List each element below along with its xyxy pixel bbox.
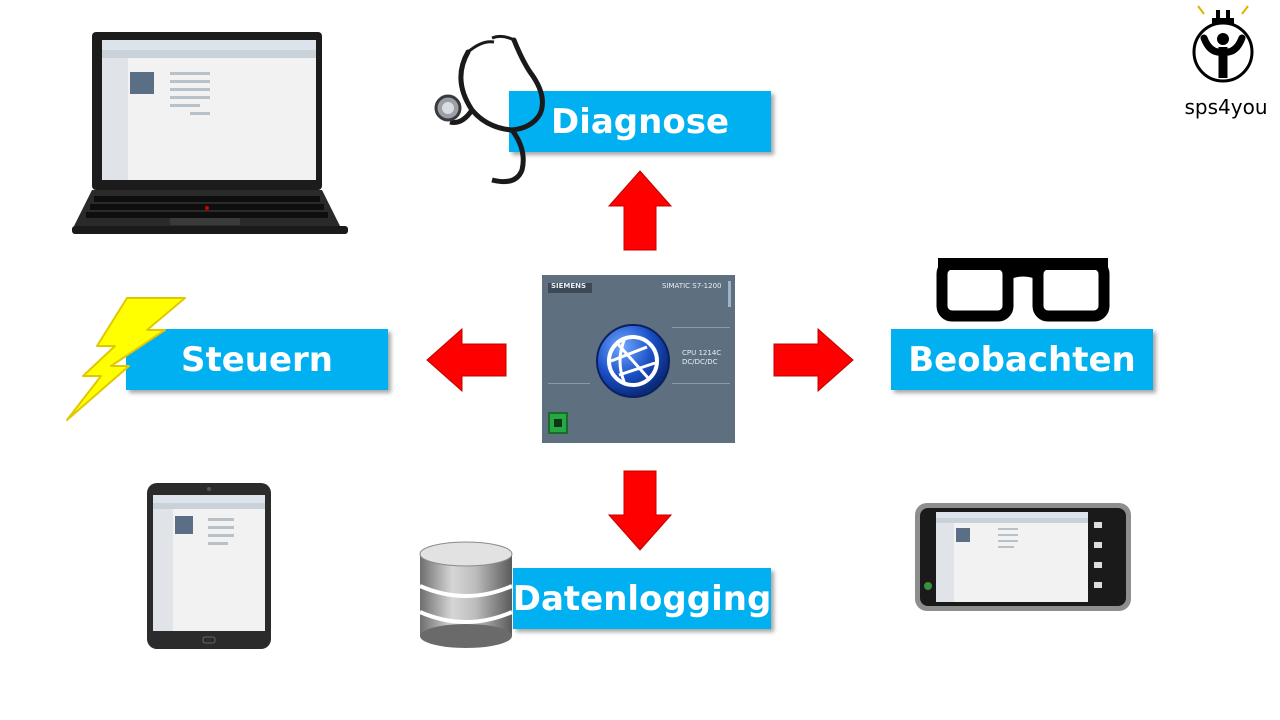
plc-ethernet-port bbox=[548, 412, 568, 434]
plc-brand: SIEMENS bbox=[551, 282, 587, 290]
steuern-label-box: Steuern bbox=[126, 329, 388, 390]
sps4you-logo-text: sps4you bbox=[1184, 95, 1268, 119]
datenlogging-label: Datenlogging bbox=[512, 578, 772, 619]
plc-model: SIMATIC S7-1200 bbox=[662, 282, 722, 290]
arrow-right-icon bbox=[773, 328, 854, 392]
beobachten-label: Beobachten bbox=[908, 339, 1136, 380]
glasses-icon bbox=[936, 258, 1110, 322]
plc-led-row bbox=[672, 327, 730, 328]
plc-brand-strip bbox=[548, 283, 592, 293]
plc-cpu-line1: CPU 1214C bbox=[682, 349, 722, 357]
plc-cpu-line2: DC/DC/DC bbox=[682, 358, 718, 366]
steuern-label: Steuern bbox=[180, 339, 334, 380]
stethoscope-icon bbox=[434, 34, 545, 185]
arrow-left-icon bbox=[426, 328, 507, 392]
arrow-up-icon bbox=[608, 170, 672, 251]
laptop-icon bbox=[72, 32, 348, 234]
arrow-down-icon bbox=[608, 470, 672, 551]
tablet-icon bbox=[147, 483, 271, 649]
plc-divider bbox=[548, 383, 590, 384]
plc-cpu-label: CPU 1214C DC/DC/DC bbox=[682, 349, 732, 367]
lightning-icon bbox=[66, 297, 186, 421]
plc-side-slot bbox=[728, 281, 731, 307]
sps4you-logo-icon bbox=[1192, 5, 1254, 83]
diagnose-label-box: Diagnose bbox=[509, 91, 771, 152]
plc-device: SIEMENS SIMATIC S7-1200 CPU 1214C DC/DC/… bbox=[542, 275, 735, 443]
globe-icon bbox=[596, 324, 670, 398]
smartphone-icon bbox=[915, 503, 1131, 611]
database-icon bbox=[419, 541, 513, 648]
beobachten-label-box: Beobachten bbox=[891, 329, 1153, 390]
diagnose-label: Diagnose bbox=[550, 101, 730, 142]
datenlogging-label-box: Datenlogging bbox=[513, 568, 771, 629]
plc-led-row bbox=[672, 383, 730, 384]
